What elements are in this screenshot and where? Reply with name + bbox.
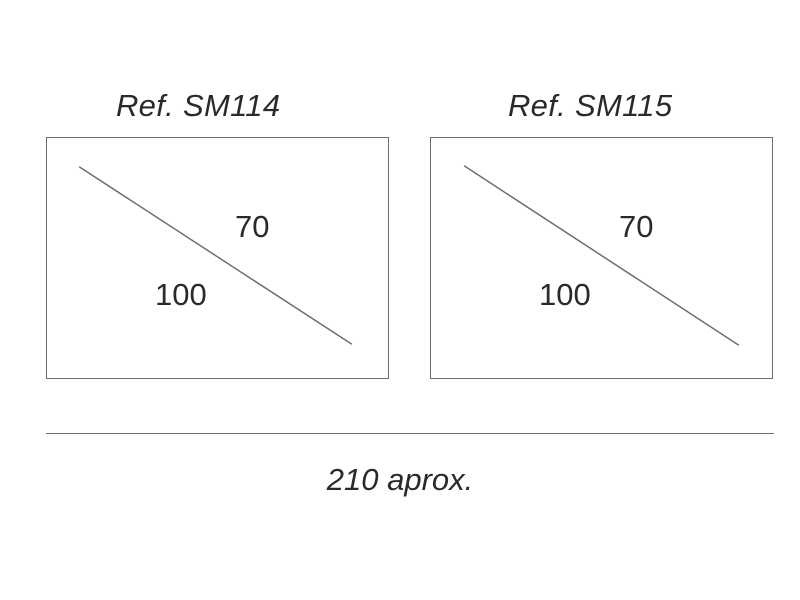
- diagonal-line: [78, 166, 353, 345]
- total-width-rule: [46, 433, 774, 434]
- diagonal-line: [463, 165, 740, 346]
- dimension-100: 100: [155, 277, 207, 312]
- total-width-label: 210 aprox.: [326, 462, 474, 497]
- dimension-70: 70: [619, 209, 654, 244]
- dimension-70: 70: [235, 209, 270, 244]
- panel-sm114: 70 100: [46, 137, 389, 379]
- dimension-100: 100: [539, 277, 591, 312]
- ref-label-sm115: Ref. SM115: [508, 88, 673, 123]
- panel-sm115: 70 100: [430, 137, 773, 379]
- panel-sm114-drawing: [78, 166, 353, 345]
- ref-label-sm114: Ref. SM114: [116, 88, 281, 123]
- panel-sm115-drawing: [463, 165, 740, 346]
